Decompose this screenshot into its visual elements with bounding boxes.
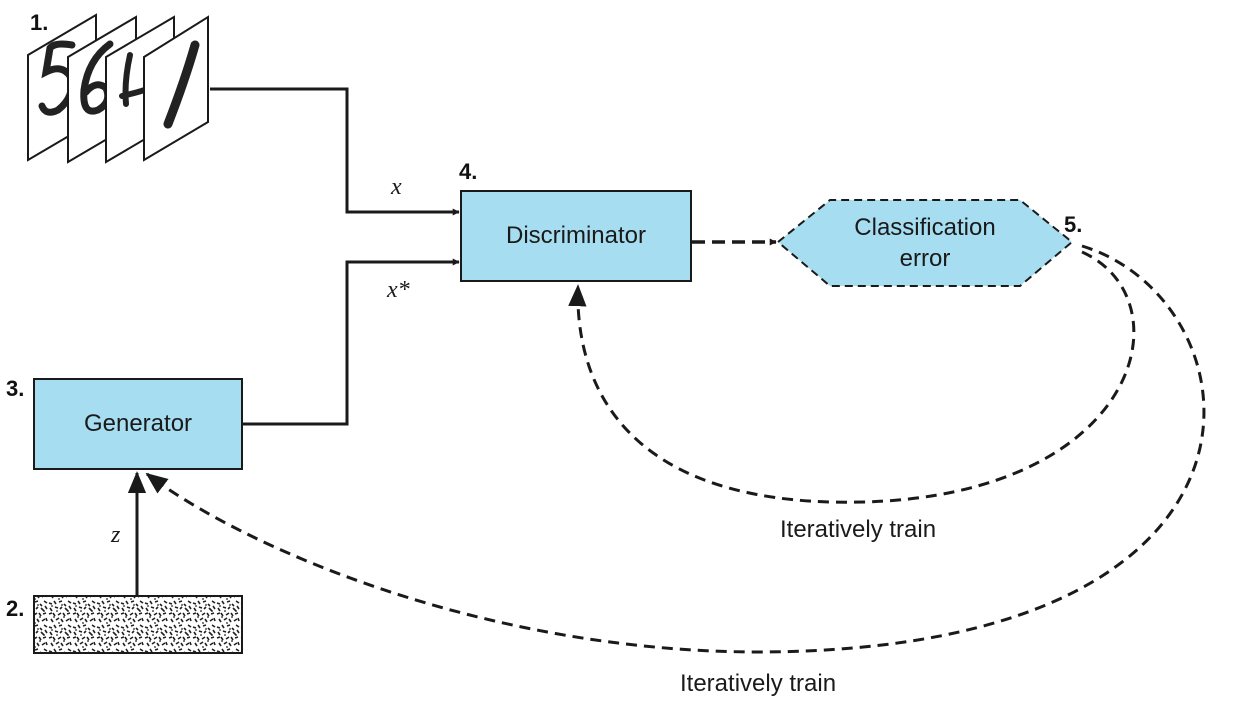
discriminator-label: Discriminator — [505, 222, 646, 249]
handwritten-digit-images-icon — [27, 13, 209, 164]
classification-error-hexagon — [776, 199, 1074, 287]
classification-error-label: Classification error — [820, 212, 1030, 274]
random-noise-icon — [33, 595, 243, 654]
classification-label-line2: error — [899, 245, 951, 272]
sample-images-stack — [27, 13, 209, 164]
step-1-label: 1. — [30, 10, 49, 35]
discriminator-box: Discriminator — [460, 190, 692, 282]
step-5-label: 5. — [1064, 212, 1083, 237]
train-discriminator-loop — [568, 250, 1136, 504]
x-label: x — [391, 174, 402, 200]
step-3-label: 3. — [6, 376, 25, 401]
digit-1-glyph — [163, 40, 200, 129]
digit-6-glyph — [80, 40, 114, 115]
generated-data-arrow — [243, 258, 460, 426]
generator-box: Generator — [33, 378, 243, 470]
step-4-label: 4. — [459, 159, 478, 184]
inner-loop-label: Iteratively train — [780, 516, 937, 543]
step-2-label: 2. — [6, 596, 25, 621]
classification-label-line1: Classification — [854, 214, 996, 241]
z-label: z — [111, 522, 121, 548]
outer-loop-label: Iteratively train — [680, 670, 837, 697]
train-generator-loop — [145, 244, 1206, 654]
real-data-arrow — [210, 87, 460, 216]
generator-label: Generator — [83, 410, 193, 437]
x-star-label: x* — [387, 277, 410, 303]
